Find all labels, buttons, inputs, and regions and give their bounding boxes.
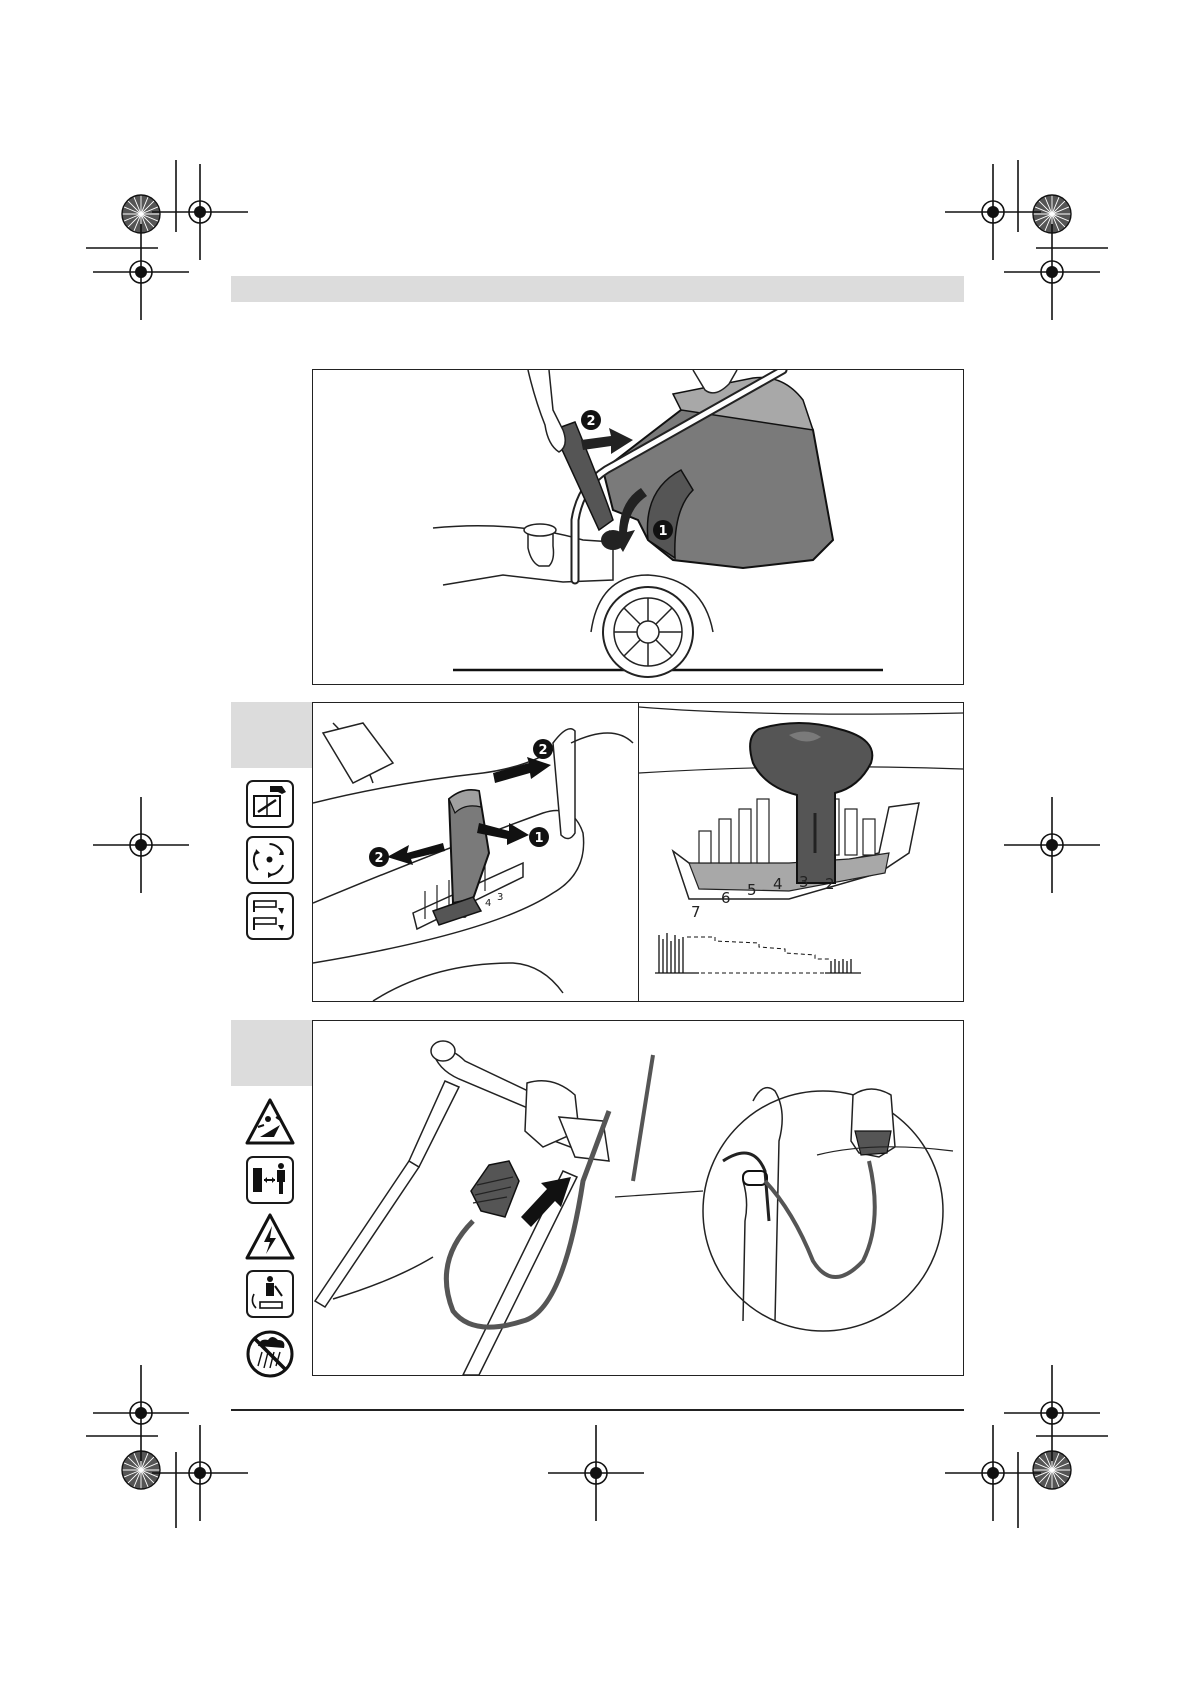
header-bar — [231, 276, 964, 302]
section-tab-cable-connect — [231, 1020, 313, 1086]
scale-label-5: 5 — [747, 881, 757, 899]
step-badge-2-lower: 2 — [374, 851, 383, 866]
figure-cutting-height-scale: 7 6 5 4 3 2 — [638, 702, 964, 1002]
scale-label-2: 2 — [825, 875, 835, 893]
figure-cutting-height-lever: 6 5 4 3 2 2 1 — [312, 702, 639, 1002]
figure-cable-connection — [312, 1020, 964, 1376]
lever-scale-3: 3 — [497, 892, 503, 903]
rotating-blade-icon — [246, 836, 294, 884]
keep-feet-away-icon — [246, 1270, 294, 1318]
cable-strain-relief-illustration — [313, 1021, 963, 1375]
figure-attach-grass-box: 2 1 — [312, 369, 964, 685]
scale-label-4: 4 — [773, 875, 783, 893]
mower-grass-box-illustration: 2 1 — [313, 370, 963, 684]
step-badge-2: 2 — [586, 414, 595, 429]
height-scale-illustration: 7 6 5 4 3 2 — [639, 703, 963, 1001]
footer-rule — [231, 1409, 964, 1411]
step-badge-1: 1 — [534, 831, 543, 846]
lever-scale-4: 4 — [485, 898, 491, 909]
read-manual-icon — [246, 780, 294, 828]
electric-shock-icon — [244, 1212, 296, 1262]
do-not-use-in-rain-icon — [244, 1328, 296, 1380]
step-badge-1: 1 — [658, 524, 667, 539]
scale-label-3: 3 — [799, 873, 809, 891]
thrown-objects-warning-icon — [244, 1097, 296, 1147]
keep-bystanders-away-icon — [246, 1156, 294, 1204]
step-badge-2-upper: 2 — [538, 743, 547, 758]
scale-label-6: 6 — [721, 889, 731, 907]
remove-key-before-maintenance-icon — [246, 892, 294, 940]
height-lever-illustration: 6 5 4 3 2 2 1 — [313, 703, 638, 1001]
scale-label-7: 7 — [691, 903, 701, 921]
section-tab-height-adjust — [231, 702, 313, 768]
